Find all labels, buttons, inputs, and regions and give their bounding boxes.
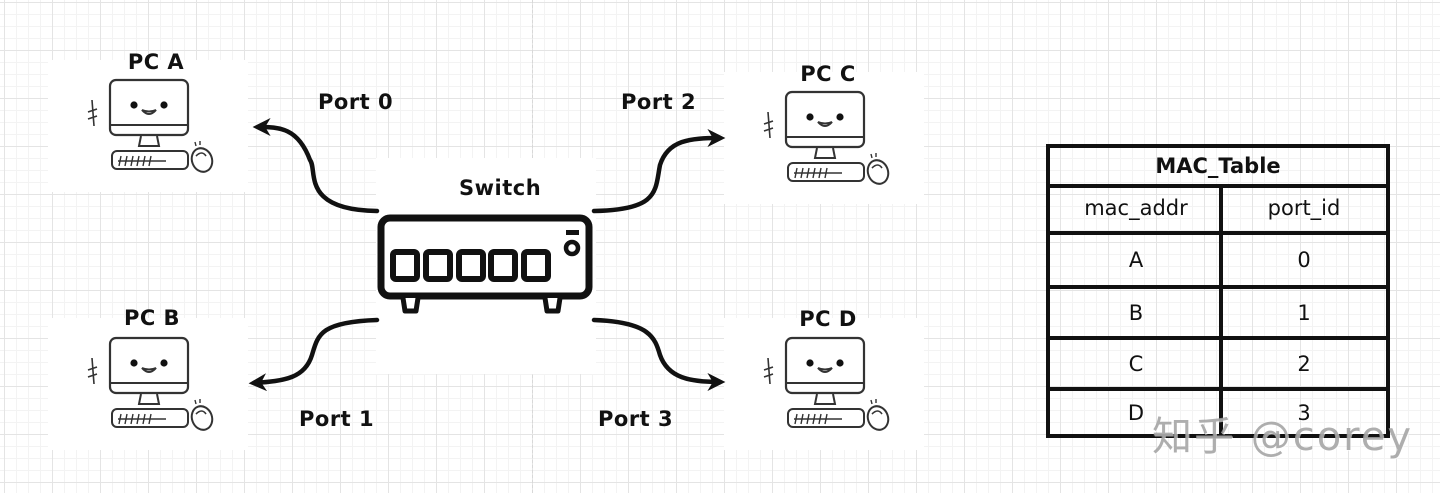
column-header-mac-addr: mac_addr: [1084, 195, 1188, 220]
column-divider: [1219, 184, 1223, 434]
network-switch-icon: [377, 214, 593, 314]
computer-icon: [86, 336, 217, 434]
table-row: A 0: [1050, 235, 1386, 289]
watermark: 知乎 @corey: [1152, 414, 1414, 460]
table-row: B 1: [1050, 289, 1386, 340]
port-id-cell: 3: [1297, 400, 1311, 425]
pc-b-label: PC B: [123, 306, 181, 330]
computer-icon: [762, 336, 893, 434]
computer-icon: [762, 90, 893, 188]
link-arrow-port-3: [591, 317, 726, 391]
port-id-cell: 0: [1297, 248, 1311, 272]
port-3-label: Port 3: [598, 407, 674, 431]
mac-addr-cell: B: [1128, 300, 1144, 325]
switch-label: Switch: [459, 176, 542, 200]
computer-icon: [86, 78, 217, 176]
table-header-row: mac_addr port_id: [1050, 184, 1386, 235]
pc-d-label: PC D: [799, 307, 857, 331]
link-arrow-port-2: [591, 129, 726, 214]
table-row: C 2: [1050, 340, 1386, 391]
link-arrow-port-1: [248, 317, 380, 392]
port-id-cell: 2: [1297, 351, 1311, 376]
column-header-port-id: port_id: [1267, 195, 1341, 220]
port-0-label: Port 0: [318, 90, 394, 114]
mac-addr-cell: C: [1128, 351, 1144, 376]
port-1-label: Port 1: [299, 407, 375, 431]
pc-a-label: PC A: [127, 50, 185, 74]
mac-table-title: MAC_Table: [1050, 148, 1386, 188]
table-row: D 3: [1050, 391, 1386, 434]
port-id-cell: 1: [1297, 300, 1311, 325]
mac-table: MAC_Table mac_addr port_id A 0 B 1 C 2 D…: [1046, 144, 1390, 438]
link-arrow-port-0: [252, 118, 380, 214]
port-2-label: Port 2: [621, 90, 697, 114]
mac-addr-cell: D: [1127, 400, 1145, 425]
mac-addr-cell: A: [1128, 248, 1144, 272]
pc-c-label: PC C: [800, 62, 856, 86]
